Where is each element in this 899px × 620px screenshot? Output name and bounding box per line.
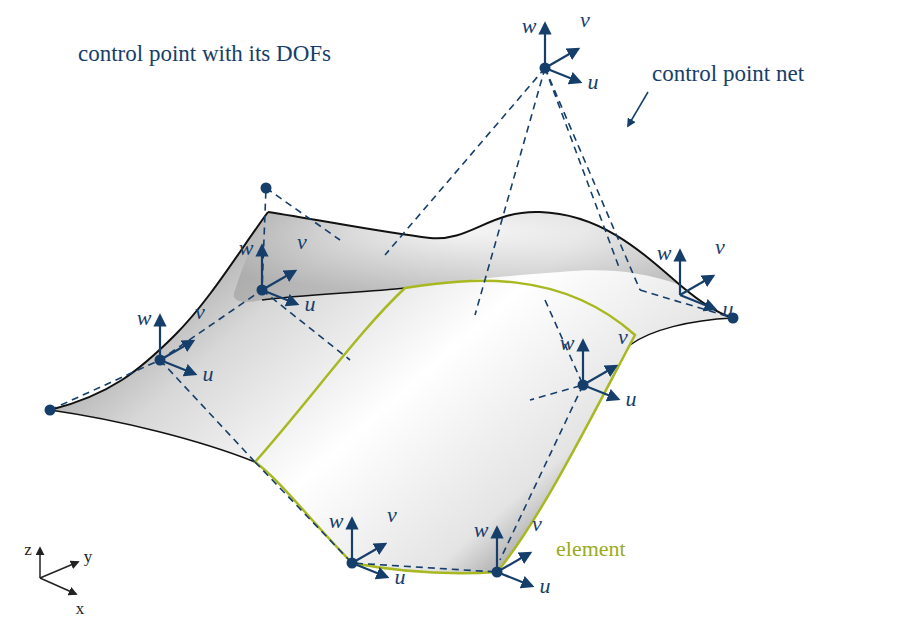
dof-symbol: u	[395, 566, 406, 588]
annotation: control point net	[652, 62, 804, 85]
dof-symbol: u	[588, 71, 599, 93]
element-label: element	[556, 538, 626, 560]
dof-symbol: w	[474, 519, 489, 541]
axis-label: x	[76, 600, 85, 617]
dof-symbol: w	[560, 332, 575, 354]
dof-symbol: v	[532, 513, 542, 535]
dof-symbol: u	[626, 388, 637, 410]
dof-symbol: v	[387, 504, 397, 526]
dof-symbol: v	[618, 326, 628, 348]
dof-symbol: v	[297, 231, 307, 253]
dof-symbol: v	[580, 9, 590, 31]
dof-symbol: u	[203, 363, 214, 385]
axis-label: z	[24, 541, 32, 558]
dof-symbol: w	[522, 15, 537, 37]
dof-symbol: u	[540, 575, 551, 597]
dof-symbol: u	[723, 298, 734, 320]
dof-symbol: w	[239, 237, 254, 259]
axis-label: y	[84, 548, 93, 565]
dof-symbol: w	[657, 242, 672, 264]
dof-symbol: v	[195, 301, 205, 323]
dof-symbol: w	[329, 510, 344, 532]
annotation: control point with its DOFs	[78, 42, 331, 65]
dof-symbol: u	[305, 293, 316, 315]
dof-symbol: w	[137, 307, 152, 329]
dof-symbol: v	[715, 236, 725, 258]
